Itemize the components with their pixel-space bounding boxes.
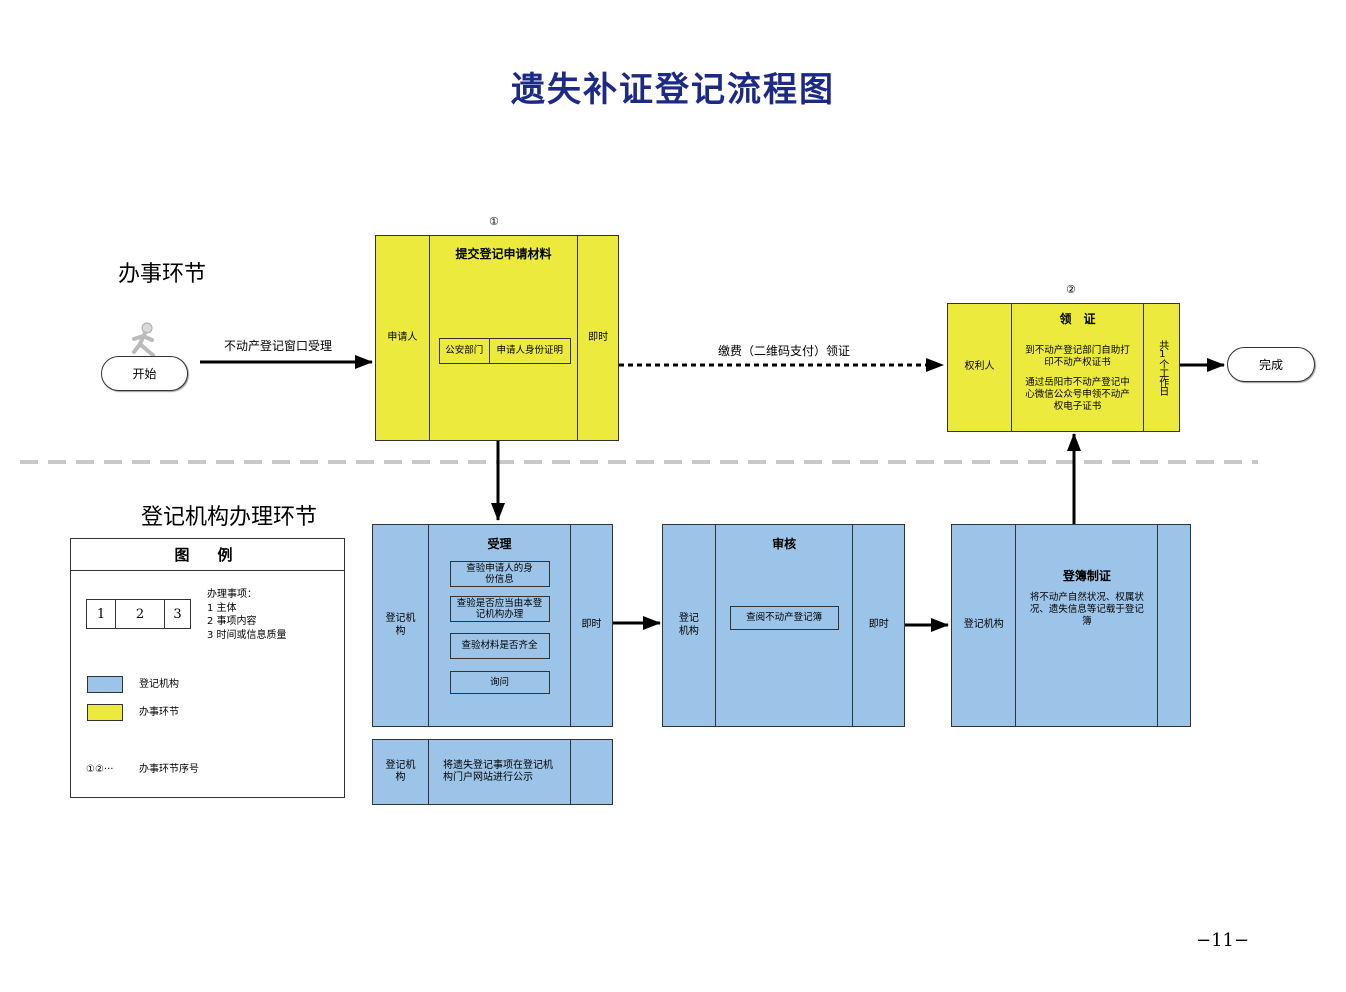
- receive-cert-box: 权利人 领 证 到不动产登记部门自助打印不动产权证书 通过岳阳市不动产登记中心微…: [947, 303, 1180, 432]
- legend-cell-1: 1: [87, 600, 116, 628]
- edge-label-payment: 缴费（二维码支付）领证: [718, 344, 851, 358]
- step-number-2: ②: [1066, 283, 1076, 296]
- cert-title: 领 证: [1059, 312, 1096, 326]
- publish-time: [570, 740, 612, 804]
- accept-item-complete: 查验材料是否齐全: [449, 633, 550, 659]
- page-number: −11−: [1196, 930, 1250, 951]
- legend-item-3: 3 时间或信息质量: [207, 629, 287, 641]
- accept-actor: 登记机构: [385, 613, 416, 637]
- legend-items-heading: 办理事项：: [207, 589, 257, 600]
- start-terminal: 开始: [101, 356, 188, 391]
- register-text: 将不动产自然状况、权属状况、遗失信息等记载于登记簿: [1029, 592, 1144, 627]
- page-title: 遗失补证登记流程图: [511, 70, 835, 110]
- submit-materials-box: 申请人 提交登记申请材料 公安部门 申请人身份证明 即时: [375, 235, 619, 441]
- submit-actor: 申请人: [387, 331, 418, 343]
- cert-actor: 权利人: [964, 361, 995, 373]
- legend-seq-symbol: ①②···: [86, 764, 114, 775]
- register-actor: 登记机构: [963, 619, 1004, 631]
- edge-label-window: 不动产登记窗口受理: [224, 339, 333, 353]
- cert-time-label: 共1个工作日: [1156, 340, 1168, 395]
- register-title: 登簿制证: [1062, 569, 1111, 583]
- legend-title: 图例: [71, 539, 344, 571]
- submit-title: 提交登记申请材料: [455, 247, 552, 261]
- review-box: 登记机构 审核 查阅不动产登记簿 即时: [662, 524, 905, 727]
- start-label: 开始: [132, 367, 157, 381]
- legend-yellow-label: 办事环节: [139, 707, 179, 718]
- review-title: 审核: [772, 537, 797, 551]
- review-time: 即时: [852, 525, 904, 726]
- register-time: [1157, 525, 1190, 726]
- legend-item-2: 2 事项内容: [207, 616, 257, 627]
- legend-item-1: 1 主体: [207, 602, 237, 614]
- register-box: 登记机构 登簿制证 将不动产自然状况、权属状况、遗失信息等记载于登记簿: [951, 524, 1191, 727]
- accept-title: 受理: [487, 537, 512, 551]
- accept-box: 登记机构 受理 查验申请人的身份信息 查验是否应当由本登记机构办理 查验材料是否…: [372, 524, 613, 727]
- legend-cell-3: 3: [173, 606, 182, 622]
- submit-time: 即时: [577, 236, 618, 440]
- step-number-1: ①: [489, 215, 499, 228]
- review-actor: 登记机构: [678, 613, 699, 637]
- legend-sample-table: 1 2 3: [86, 599, 191, 629]
- review-content: 审核 查阅不动产登记簿: [714, 525, 853, 726]
- publish-actor: 登记机构: [385, 759, 416, 784]
- end-terminal: 完成: [1227, 347, 1315, 382]
- legend-items: 办理事项： 1 主体 2 事项内容 3 时间或信息质量: [207, 588, 287, 642]
- cert-text-print: 到不动产登记部门自助打印不动产权证书: [1025, 345, 1130, 368]
- cert-time: 共1个工作日: [1143, 304, 1179, 431]
- cert-text-wechat: 通过岳阳市不动产登记中心微信公众号申领不动产权电子证书: [1025, 376, 1130, 412]
- materials-table: 公安部门 申请人身份证明: [438, 338, 571, 364]
- accept-item-inquiry: 询问: [449, 671, 550, 694]
- accept-item-identity: 查验申请人的身份信息: [449, 561, 550, 587]
- register-content: 登簿制证 将不动产自然状况、权属状况、遗失信息等记载于登记簿: [1015, 525, 1157, 726]
- publish-box: 登记机构 将遗失登记事项在登记机构门户网站进行公示: [372, 739, 613, 805]
- material-id: 申请人身份证明: [496, 345, 564, 357]
- legend-swatch-blue: [87, 676, 123, 693]
- legend: 图例 1 2 3 办理事项： 1 主体 2 事项内容 3 时间或信息质量 登记机…: [70, 538, 345, 798]
- section-label-upper: 办事环节: [118, 262, 207, 287]
- end-label: 完成: [1258, 358, 1283, 372]
- runner-icon: [132, 322, 155, 356]
- legend-swatch-yellow: [87, 704, 123, 721]
- accept-content: 受理 查验申请人的身份信息 查验是否应当由本登记机构办理 查验材料是否齐全 询问: [428, 525, 570, 726]
- legend-seq-label: 办事环节序号: [139, 764, 199, 775]
- review-item-register: 查阅不动产登记簿: [729, 606, 839, 630]
- section-label-lower: 登记机构办理环节: [141, 505, 318, 530]
- material-police: 公安部门: [440, 339, 490, 363]
- legend-blue-label: 登记机构: [139, 679, 179, 690]
- publish-text: 将遗失登记事项在登记机构门户网站进行公示: [428, 740, 570, 804]
- submit-content: 提交登记申请材料 公安部门 申请人身份证明: [428, 236, 577, 440]
- legend-cell-2: 2: [116, 600, 165, 628]
- accept-time: 即时: [570, 525, 612, 726]
- cert-content: 领 证 到不动产登记部门自助打印不动产权证书 通过岳阳市不动产登记中心微信公众号…: [1011, 304, 1143, 431]
- accept-item-jurisdiction: 查验是否应当由本登记机构办理: [449, 596, 550, 622]
